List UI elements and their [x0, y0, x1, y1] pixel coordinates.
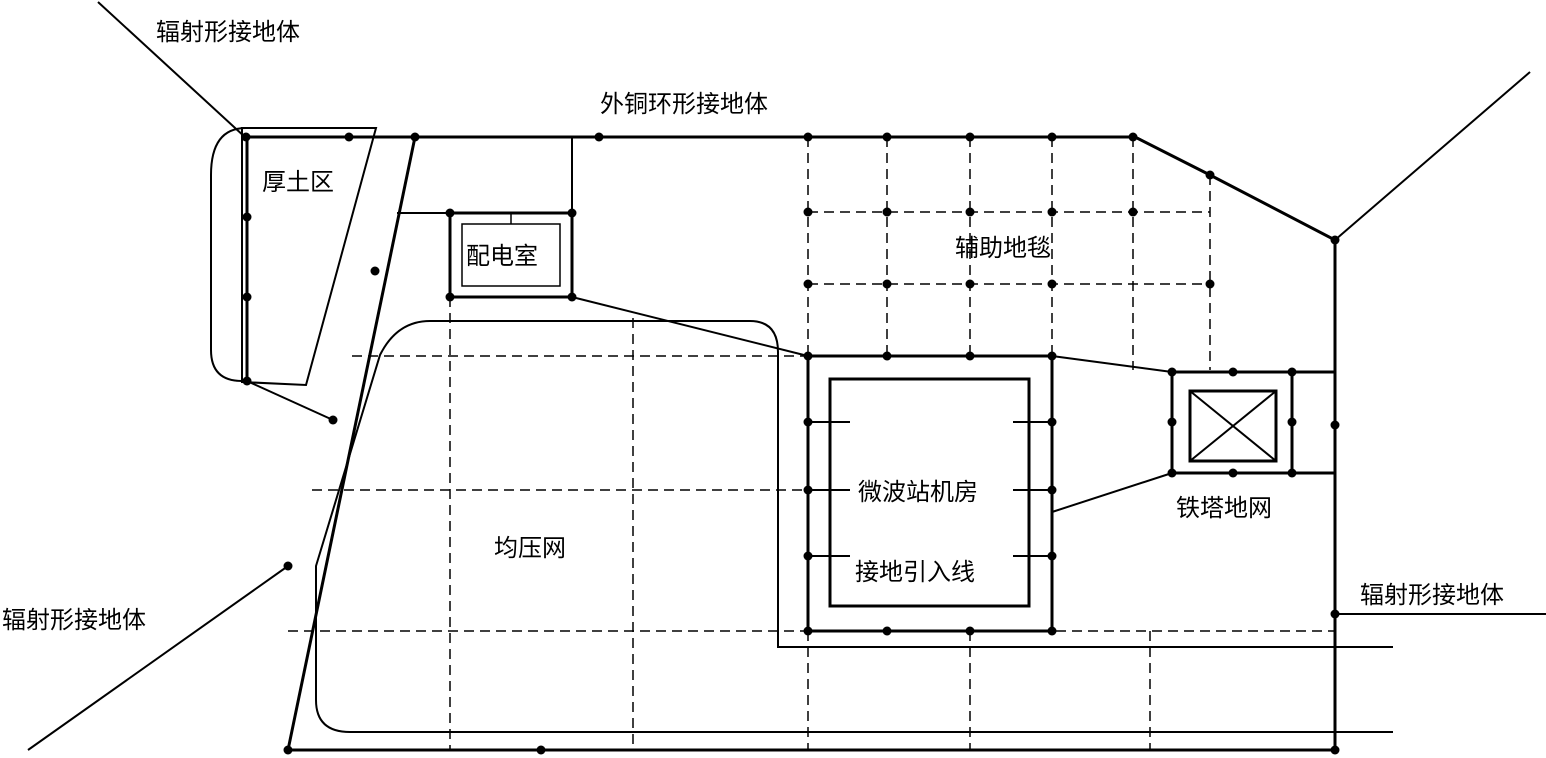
label-outer-ring: 外铜环形接地体: [600, 90, 768, 118]
label-equipotential-grid: 均压网: [494, 534, 566, 562]
tower-grid: [1170, 370, 1335, 475]
radial-conductor-top-right: [1334, 71, 1531, 241]
tower-grid-inner: [1188, 389, 1278, 463]
radial-conductors: [27, 1, 1546, 751]
thick-soil-zone: [210, 127, 378, 421]
label-tower-grid: 铁塔地网: [1176, 494, 1272, 522]
equipotential-grid: [288, 297, 1335, 750]
station-to-tower-bottom: [1051, 472, 1173, 513]
thick-soil-loop: [210, 127, 247, 382]
ring-right-slope: [1134, 135, 1337, 750]
label-ground-lead: 接地引入线: [855, 558, 975, 586]
label-aux-mat: 辅助地毯: [955, 234, 1051, 262]
radial-conductor-top-left: [97, 1, 247, 139]
tower-cross-b: [1189, 390, 1277, 462]
label-radial-left: 辐射形接地体: [2, 606, 146, 634]
thick-soil-link: [246, 380, 334, 421]
label-radial-top-left: 辐射形接地体: [156, 18, 300, 46]
equipment-room-wall: [828, 377, 1031, 608]
station-to-tower-top: [1051, 355, 1173, 373]
power-room-to-station: [571, 296, 809, 357]
label-radial-right: 辐射形接地体: [1360, 581, 1504, 609]
radial-conductor-left: [27, 565, 289, 751]
outer-ring-conductor: [246, 135, 1337, 752]
power-room: [397, 137, 809, 357]
label-equipment-room: 微波站机房: [858, 478, 978, 506]
thick-soil-outline: [241, 127, 378, 387]
diagram-labels: 辐射形接地体 外铜环形接地体 厚土区 配电室 辅助地毯 均压网 微波站机房 接地…: [2, 18, 1504, 634]
junction-dots: [241, 132, 1340, 755]
equipotential-boundary: [315, 320, 1393, 733]
ring-left-diagonal: [286, 136, 417, 751]
label-thick-soil: 厚土区: [262, 168, 334, 196]
label-power-room: 配电室: [466, 242, 538, 270]
auxiliary-mat-grid: [807, 137, 1211, 370]
